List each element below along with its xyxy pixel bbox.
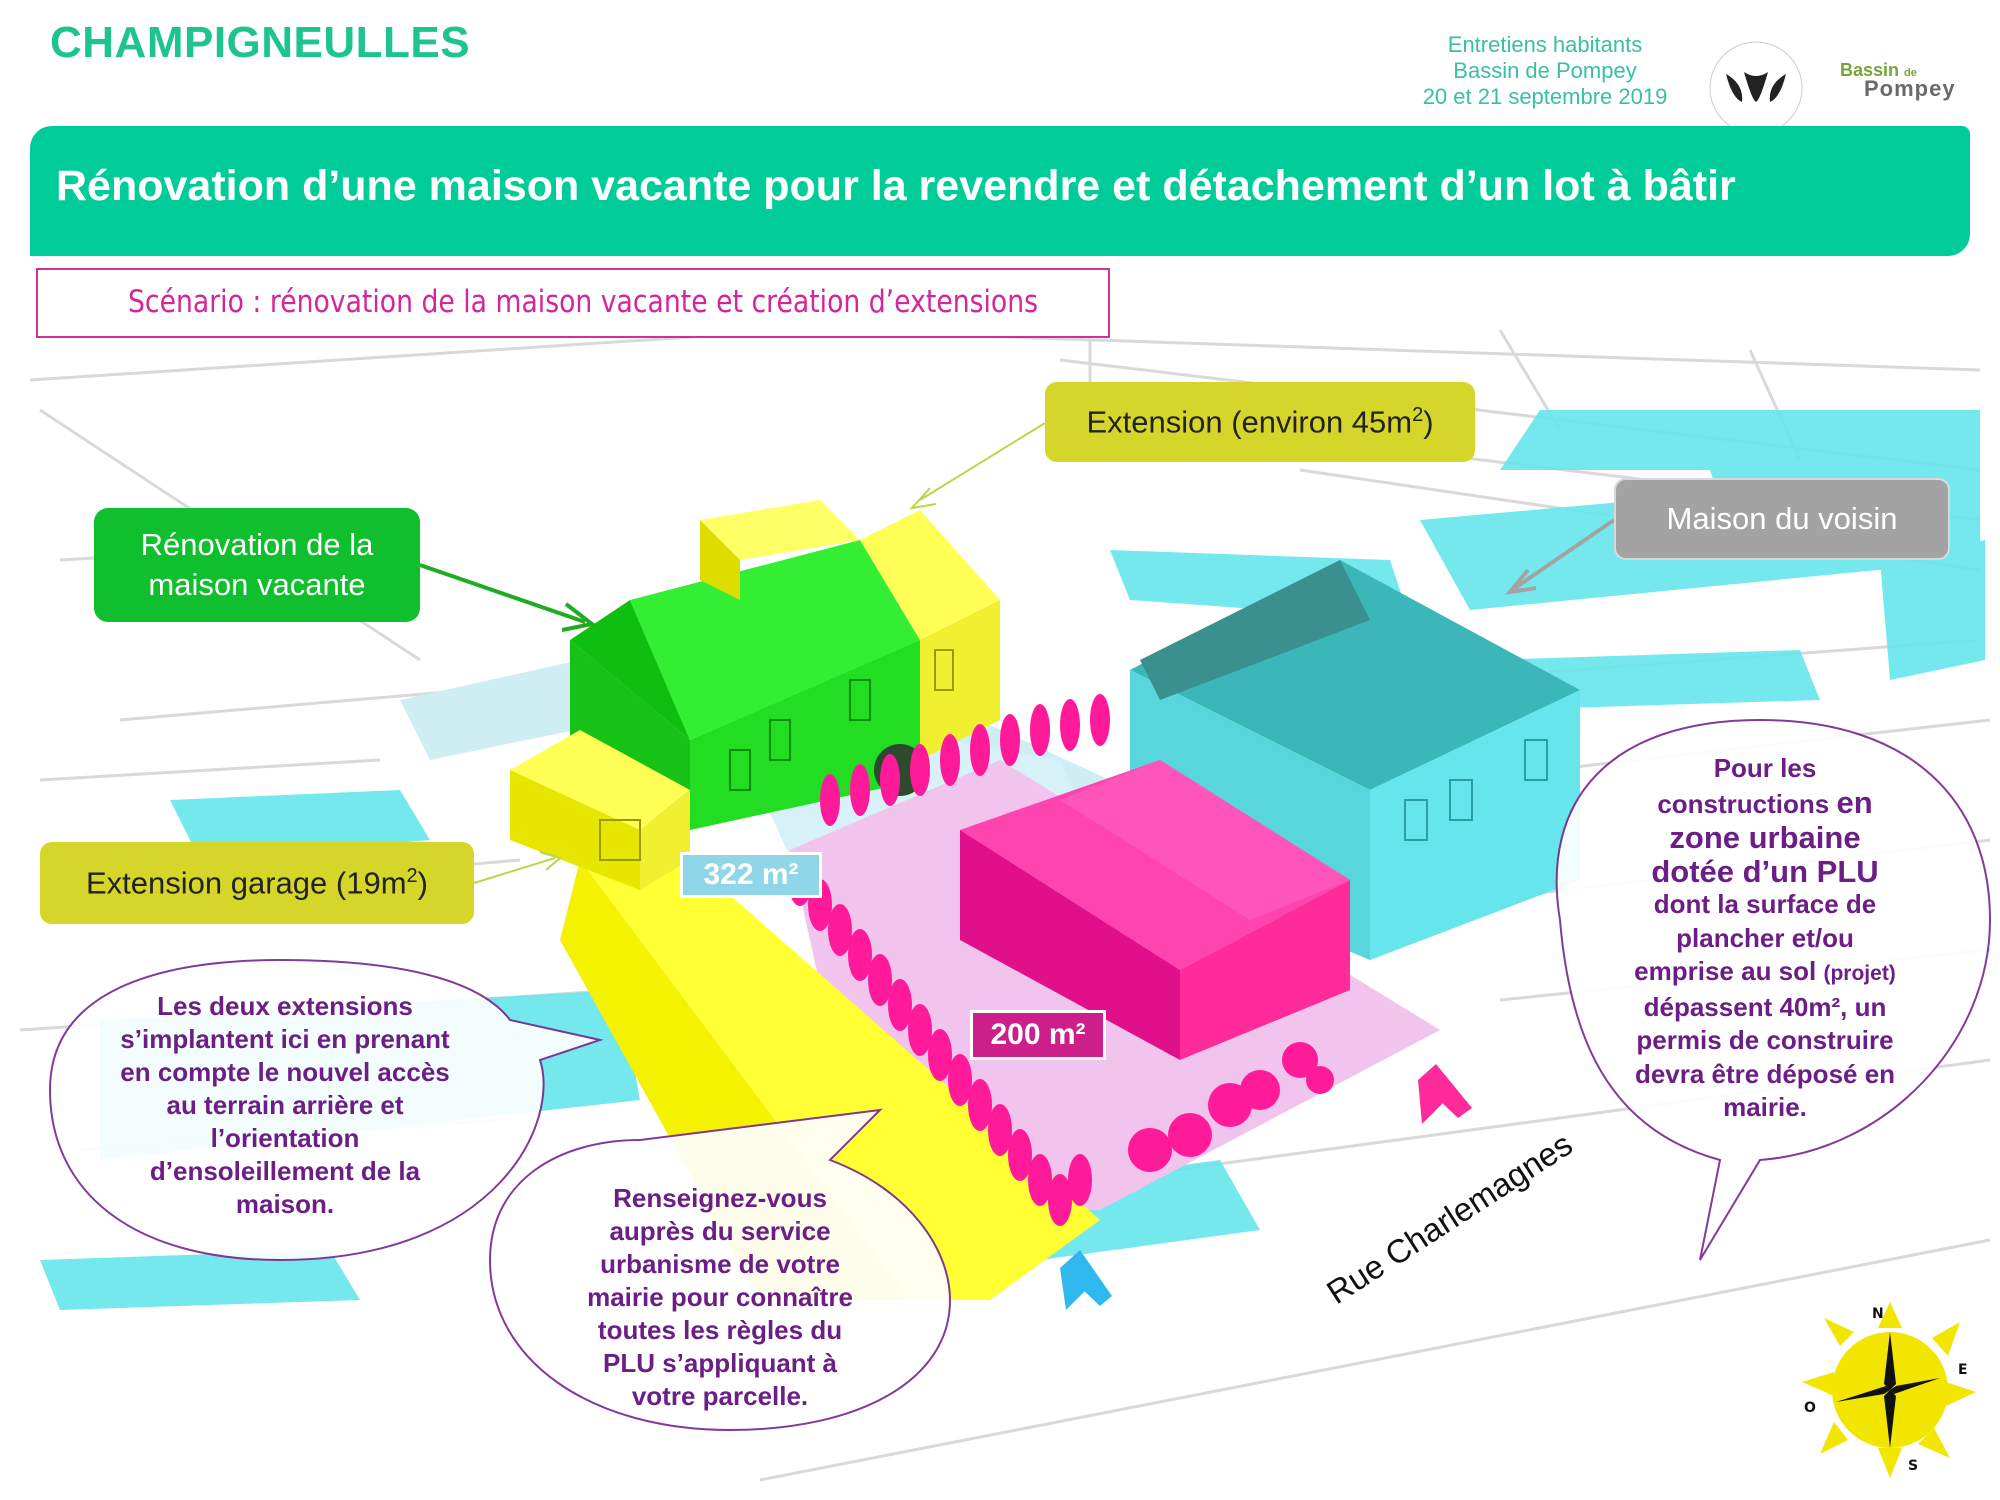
logo-text-pompey: Pompey bbox=[1864, 76, 1956, 101]
bassin-pompey-logo: Bassin de Pompey bbox=[1836, 60, 1972, 110]
permis-note-text: emprise au sol bbox=[1634, 956, 1824, 986]
extension-45 bbox=[700, 500, 1000, 760]
renovation-label: Rénovation de la maison vacante bbox=[94, 508, 420, 622]
permis-note-line: Pour les bbox=[1713, 753, 1817, 783]
extension-garage-label: Extension garage (19m2) bbox=[40, 842, 474, 924]
hedge bbox=[788, 694, 1334, 1226]
urbanisme-note-line: toutes les règles du bbox=[597, 1315, 843, 1345]
compass-west: O bbox=[1804, 1400, 1816, 1416]
permis-note-line: dépassent 40m², un bbox=[1643, 991, 1887, 1022]
extensions-note: Les deux extensions s’implantent ici en … bbox=[90, 990, 480, 1221]
compass-north: N bbox=[1872, 1306, 1884, 1322]
scenario-text: Scénario : rénovation de la maison vacan… bbox=[128, 284, 1039, 320]
extension-45-text: Extension (environ 45m bbox=[1086, 404, 1413, 440]
permis-note-line: dont la surface de bbox=[1653, 889, 1877, 919]
compass-south: S bbox=[1908, 1458, 1918, 1474]
permis-note-small: (projet) bbox=[1823, 962, 1896, 985]
permis-note-line: constructions en bbox=[1600, 784, 1930, 822]
renovation-line-1: Rénovation de la bbox=[140, 527, 374, 562]
permis-note-line: mairie. bbox=[1723, 1092, 1807, 1122]
extensions-note-line: d’ensoleillement de la bbox=[149, 1156, 421, 1186]
extensions-note-line: maison. bbox=[235, 1189, 335, 1219]
extensions-note-line: Les deux extensions bbox=[157, 991, 413, 1021]
garage-sup: 2 bbox=[406, 864, 418, 887]
city-title: CHAMPIGNEULLES bbox=[50, 18, 471, 67]
logo-text-de: de bbox=[1904, 67, 1917, 79]
logo-text-bassin: Bassin bbox=[1840, 60, 1900, 80]
page-title: Rénovation d’une maison vacante pour la … bbox=[56, 162, 1736, 210]
urbanisme-note-line: Renseignez-vous bbox=[613, 1183, 827, 1213]
garage-text: Extension garage (19m bbox=[86, 865, 407, 901]
neighbor-house bbox=[1130, 560, 1580, 960]
event-info: Entretiens habitants Bassin de Pompey 20… bbox=[1390, 32, 1700, 110]
permis-note-line: zone urbaine bbox=[1669, 820, 1861, 855]
extension-45-sup: 2 bbox=[1412, 403, 1424, 426]
extension-45-label: Extension (environ 45m2) bbox=[1045, 382, 1475, 462]
urbanisme-note: Renseignez-vous auprès du service urbani… bbox=[560, 1182, 880, 1413]
urbanisme-note-line: urbanisme de votre bbox=[600, 1249, 840, 1279]
urbanisme-note-line: mairie pour connaître bbox=[587, 1282, 853, 1312]
extensions-note-line: s’implantent ici en prenant bbox=[120, 1024, 450, 1054]
new-house bbox=[960, 760, 1350, 1060]
event-line-1: Entretiens habitants bbox=[1447, 32, 1643, 57]
permis-note-line: dotée d’un PLU bbox=[1651, 853, 1879, 889]
permis-note-line: permis de construire bbox=[1636, 1025, 1894, 1055]
area-322-badge: 322 m² bbox=[680, 852, 822, 898]
permis-note: Pour les constructions en zone urbaine d… bbox=[1600, 752, 1930, 1125]
compass-icon: N E S O bbox=[1802, 1302, 1976, 1478]
extension-garage bbox=[510, 730, 690, 890]
urbanisme-note-line: votre parcelle. bbox=[631, 1381, 809, 1411]
garage-close: ) bbox=[417, 865, 428, 901]
area-200-badge: 200 m² bbox=[970, 1010, 1106, 1060]
compass-east: E bbox=[1958, 1362, 1968, 1378]
event-line-2: Bassin de Pompey bbox=[1453, 58, 1637, 83]
neighbor-house-label: Maison du voisin bbox=[1614, 478, 1950, 560]
access-path bbox=[580, 860, 1100, 1300]
urbanisme-note-line: PLU s’appliquant à bbox=[602, 1348, 838, 1378]
extensions-note-line: l’orientation bbox=[210, 1123, 360, 1153]
renovation-line-2: maison vacante bbox=[148, 567, 366, 602]
permis-note-text: constructions bbox=[1657, 788, 1837, 819]
organization-logo bbox=[1709, 41, 1803, 135]
speech-bubbles bbox=[48, 718, 1992, 1432]
extension-45-close: ) bbox=[1423, 404, 1434, 440]
permis-note-line: devra être déposé en bbox=[1634, 1058, 1896, 1089]
access-arrows bbox=[1060, 1064, 1472, 1310]
permis-note-line: emprise au sol (projet) bbox=[1600, 955, 1930, 991]
scenario-box: Scénario : rénovation de la maison vacan… bbox=[36, 268, 1110, 338]
urbanisme-note-line: auprès du service bbox=[609, 1216, 831, 1246]
event-line-3: 20 et 21 septembre 2019 bbox=[1422, 84, 1668, 109]
title-banner: Rénovation d’une maison vacante pour la … bbox=[30, 126, 1970, 256]
extensions-note-line: en compte le nouvel accès bbox=[120, 1057, 450, 1087]
permis-note-line: plancher et/ou bbox=[1676, 922, 1854, 953]
callout-arrows bbox=[419, 422, 1616, 884]
extensions-note-line: au terrain arrière et bbox=[166, 1090, 404, 1120]
permis-note-emphasis: en bbox=[1836, 784, 1873, 820]
